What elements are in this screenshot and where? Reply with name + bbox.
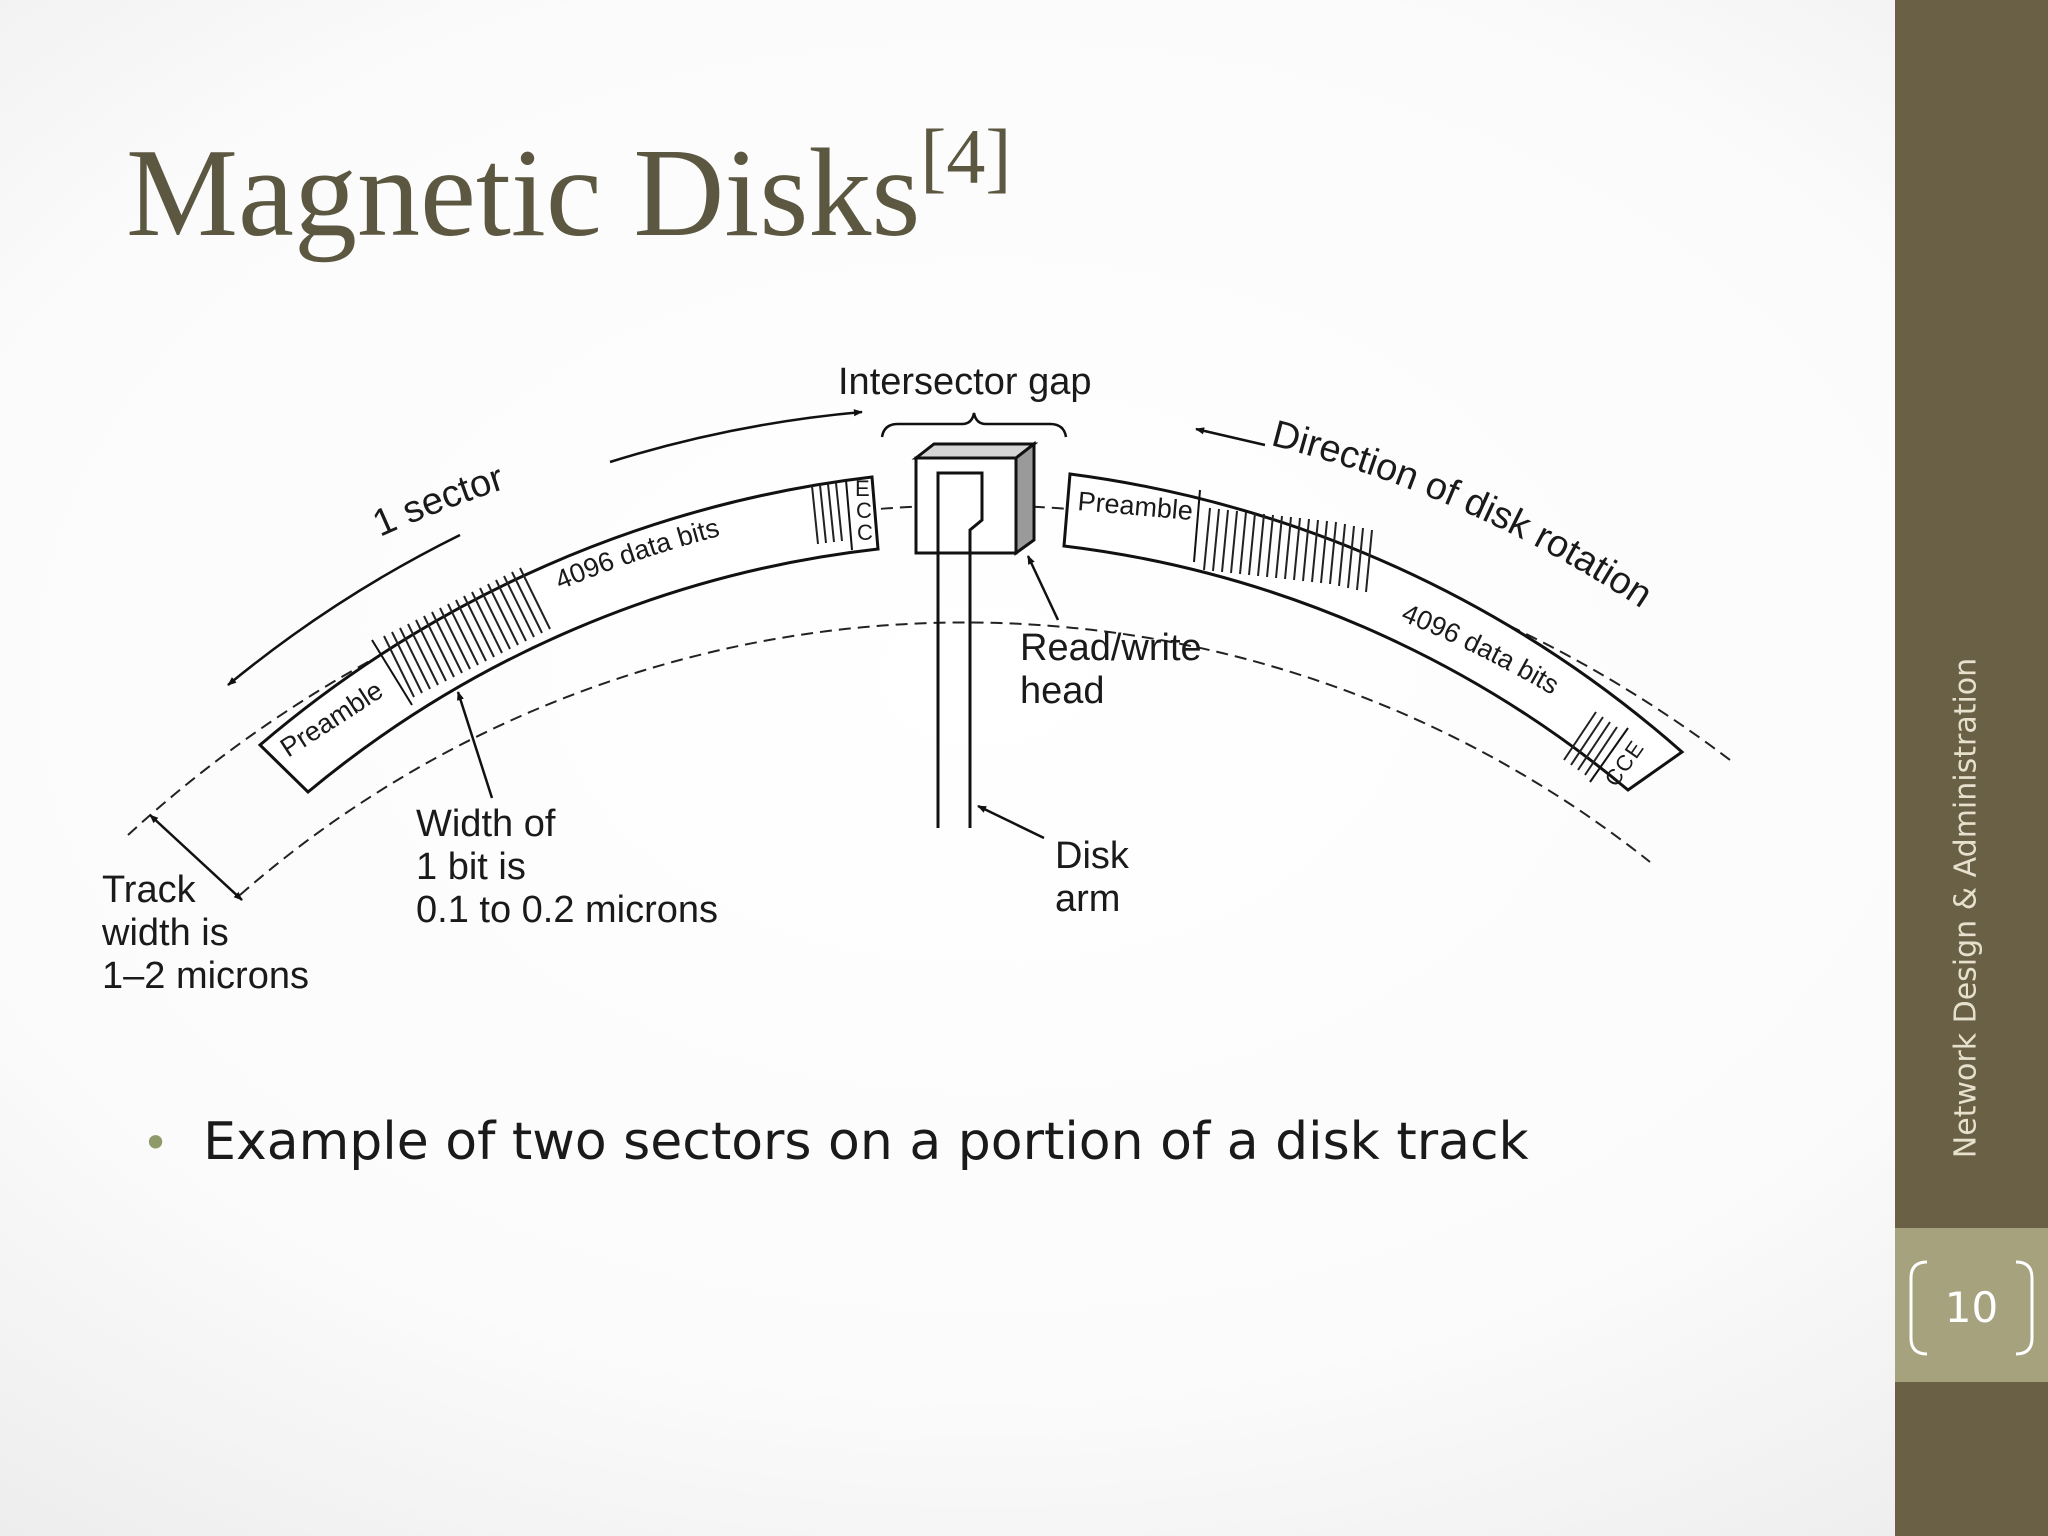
svg-text:E: E	[855, 476, 870, 501]
sector-arrow-upper	[609, 409, 863, 464]
bullet-text: Example of two sectors on a portion of a…	[203, 1112, 1529, 1172]
rotation-arrow	[1195, 427, 1266, 447]
intersector-gap-brace	[880, 412, 1068, 438]
read-write-head	[911, 440, 1039, 556]
disk-arm-label-line2: arm	[1055, 878, 1120, 920]
left-ecc-stripes	[811, 482, 843, 545]
head-side-face	[1014, 440, 1036, 556]
read-write-label-line1: Read/write	[1020, 627, 1202, 669]
bit-width-label-line1: Width of	[416, 803, 556, 845]
bit-width-label-line2: 1 bit is	[416, 846, 526, 888]
slide-title-text: Magnetic Disks	[126, 124, 921, 263]
left-ecc-label: E C C	[855, 476, 873, 545]
track-width-label-line3: 1–2 microns	[102, 955, 309, 997]
disk-arm-label-line1: Disk	[1055, 835, 1130, 877]
left-ecc-divider	[845, 479, 853, 551]
head-pointer	[1026, 555, 1060, 621]
intersector-gap-callout: Intersector gap	[838, 361, 1091, 438]
read-write-label-line2: head	[1020, 670, 1105, 712]
read-write-head-callout: Read/write head	[1020, 555, 1202, 712]
one-sector-label: 1 sector	[367, 457, 510, 545]
left-preamble-divider	[371, 639, 413, 706]
right-sector: Preamble 4096 data bits E C C	[1062, 472, 1685, 792]
right-ecc-stripes	[1563, 711, 1618, 776]
disk-arm-callout: Disk arm	[977, 804, 1130, 920]
page-number-box	[1895, 1228, 2048, 1382]
bit-width-pointer	[456, 691, 494, 799]
left-sector-outline	[257, 475, 880, 795]
svg-text:C: C	[856, 498, 872, 523]
right-ecc-divider	[1589, 727, 1629, 783]
bullet-item: • Example of two sectors on a portion of …	[142, 1112, 1529, 1172]
bit-width-callout: Width of 1 bit is 0.1 to 0.2 microns	[416, 691, 718, 931]
left-bit-stripes	[383, 567, 551, 698]
course-name-label: Network Design & Administration	[1948, 657, 1984, 1159]
track-width-label-line2: width is	[101, 912, 229, 954]
track-width-label-line1: Track	[102, 869, 197, 911]
disk-arm	[936, 548, 972, 828]
sector-arrow-lower	[227, 533, 461, 686]
slide-title: Magnetic Disks[4]	[126, 118, 1011, 257]
right-sector-outline	[1062, 472, 1685, 792]
bullet-dot-icon: •	[142, 1116, 170, 1170]
disk-track-diagram: Preamble 4096 data bits E C C Preamble	[101, 361, 1731, 997]
right-bit-stripes	[1203, 507, 1373, 593]
bit-width-label-line3: 0.1 to 0.2 microns	[416, 889, 718, 931]
arm-pointer	[977, 804, 1045, 840]
page-number: 10	[1944, 1283, 1999, 1332]
right-preamble-divider	[1193, 489, 1201, 563]
page-number-brackets	[1909, 1260, 2034, 1356]
intersector-gap-label: Intersector gap	[838, 361, 1091, 403]
left-sector: Preamble 4096 data bits E C C	[257, 475, 880, 795]
title-citation: [4]	[920, 113, 1012, 200]
head-inner-slot	[936, 471, 984, 553]
track-width-arrow	[149, 814, 243, 901]
track-width-callout: Track width is 1–2 microns	[101, 814, 309, 997]
svg-text:C: C	[857, 520, 873, 545]
